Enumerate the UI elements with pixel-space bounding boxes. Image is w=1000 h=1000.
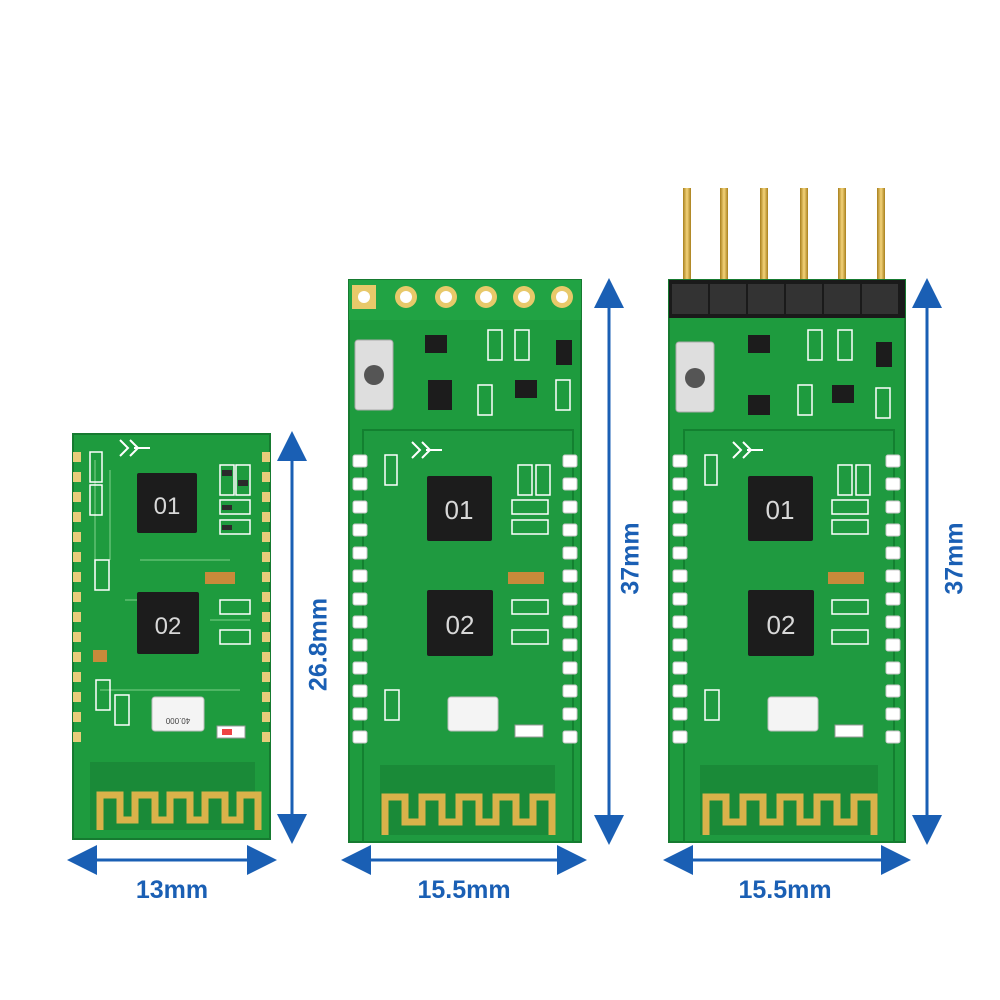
module-3-chip-02-label: 02: [767, 610, 796, 640]
module-1-chip-01-label: 01: [154, 493, 181, 520]
module-3-crystal: [767, 696, 819, 732]
module-1-chip-02-label: 02: [155, 613, 182, 640]
module-3-height-label: 37mm: [940, 522, 969, 595]
module-1-crystal-label: 40.000: [165, 716, 190, 725]
module-2-antenna: [381, 793, 556, 835]
module-3-board: 01 02: [668, 188, 906, 843]
module-2-chip-01: [427, 476, 492, 541]
module-1-antenna: [96, 791, 262, 830]
module-2-chip-02: [427, 590, 493, 656]
module-1-chip-02: [137, 592, 199, 654]
module-1-chip-01: [137, 473, 197, 533]
module-3-chip-02: [748, 590, 814, 656]
module-3-header-pins: [683, 188, 885, 288]
module-3-chip-01: [748, 476, 813, 541]
dimension-arrows: [67, 278, 942, 875]
module-2-crystal: [447, 696, 499, 732]
module-1-width-label: 13mm: [135, 876, 209, 904]
module-3-width-label: 15.5mm: [738, 876, 832, 904]
module-2-header-holes: [352, 285, 573, 309]
module-2-board: 01 02: [348, 279, 582, 843]
module-1-board: 01 02 40.000: [72, 433, 271, 840]
module-2-chip-01-label: 01: [445, 495, 474, 525]
module-2-pads: [352, 454, 578, 744]
module-1-pads: [73, 452, 270, 742]
module-1-crystal: [151, 696, 205, 732]
module-1-height-label: 26.8mm: [304, 597, 333, 692]
module-3-chip-01-label: 01: [766, 495, 795, 525]
module-3-pads: [672, 454, 901, 744]
module-2-height-label: 37mm: [616, 522, 645, 595]
module-3-antenna: [702, 793, 878, 835]
module-2-width-label: 15.5mm: [417, 876, 511, 904]
module-2-chip-02-label: 02: [446, 610, 475, 640]
